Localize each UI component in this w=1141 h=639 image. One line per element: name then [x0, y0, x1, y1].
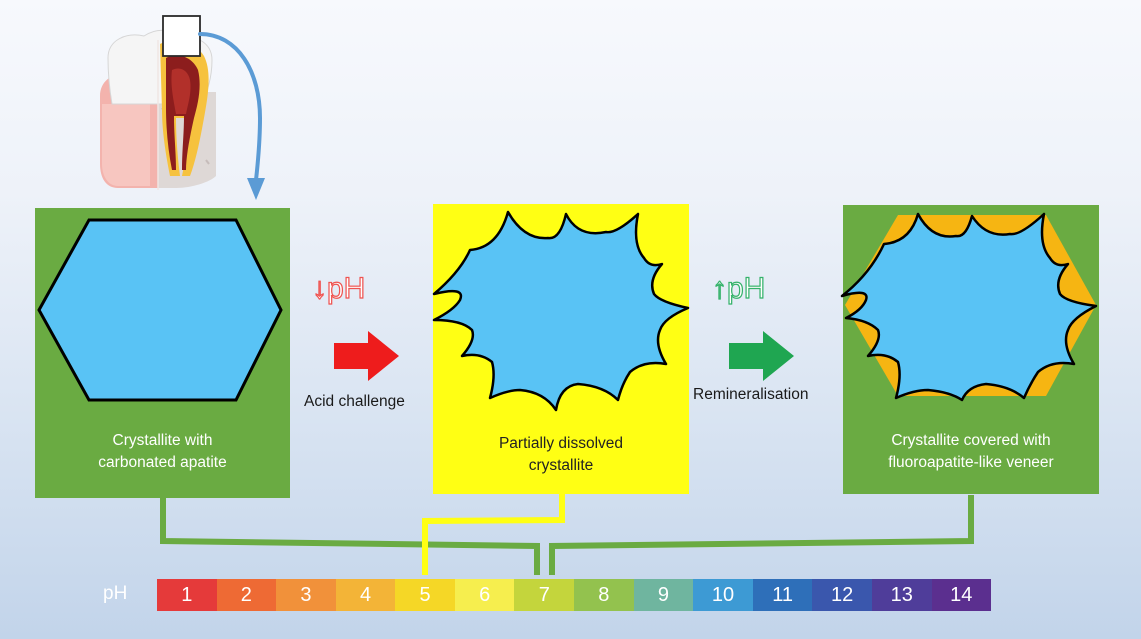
ph-cell-13: 13 — [871, 579, 932, 611]
ph-connectors — [160, 494, 974, 575]
ph-cell-12: 12 — [812, 579, 872, 611]
ph-cell-6: 6 — [454, 579, 515, 611]
connector-panel2-to-ph5 — [422, 494, 565, 575]
dissolved-crystallite — [432, 210, 690, 412]
ph-cell-7: 7 — [514, 579, 575, 611]
tooth-illustration — [100, 15, 265, 200]
panel3-label-line1: Crystallite covered with — [891, 432, 1051, 449]
hexagonal-crystallite — [37, 218, 283, 402]
ph-cell-4: 4 — [335, 579, 396, 611]
enamel-pointer-arrow — [198, 32, 263, 182]
panel1-label: Crystallite with carbonated apatite — [35, 430, 290, 474]
ph-cell-5: 5 — [395, 579, 455, 611]
panel2-label: Partially dissolved crystallite — [433, 433, 689, 477]
ph-scale-label: pH — [103, 583, 128, 604]
connector-panel3-to-ph7 — [549, 495, 974, 575]
remineralisation-arrow — [729, 331, 794, 381]
panel2-label-line1: Partially dissolved — [498, 435, 624, 452]
connector-panel1-to-ph7 — [160, 497, 540, 575]
panel1-label-line2: carbonated apatite — [98, 454, 227, 471]
ph-decrease-symbol: ↓pH — [311, 271, 366, 305]
enamel-highlight-box — [162, 15, 201, 57]
ph-scale-bar: 1 2 3 4 5 6 7 8 9 10 11 12 13 14 — [157, 579, 992, 611]
ph-cell-2: 2 — [216, 579, 277, 611]
panel1-label-line1: Crystallite with — [112, 432, 213, 449]
panel3-label-line2: fluoroapatite-like veneer — [888, 454, 1054, 471]
ph-cell-14: 14 — [931, 579, 992, 611]
remineralised-crystallite-core — [840, 212, 1098, 402]
acid-challenge-arrow — [334, 331, 399, 381]
panel-crystallite-remineralised — [840, 205, 1099, 494]
ph-cell-10: 10 — [693, 579, 753, 611]
ph-cell-3: 3 — [276, 579, 336, 611]
panel2-label-line2: crystallite — [528, 457, 594, 474]
remineralisation-caption: Remineralisation — [693, 386, 809, 403]
ph-cell-9: 9 — [633, 579, 694, 611]
ph-cell-11: 11 — [752, 579, 813, 611]
panel-crystallite-intact — [35, 208, 290, 498]
panel-crystallite-dissolved — [432, 204, 690, 494]
ph-cell-1: 1 — [157, 579, 217, 611]
ph-cell-8: 8 — [574, 579, 634, 611]
acid-challenge-caption: Acid challenge — [304, 393, 405, 410]
ph-increase-symbol: ↑pH — [711, 271, 766, 305]
panel3-label: Crystallite covered with fluoroapatite-l… — [843, 430, 1099, 474]
